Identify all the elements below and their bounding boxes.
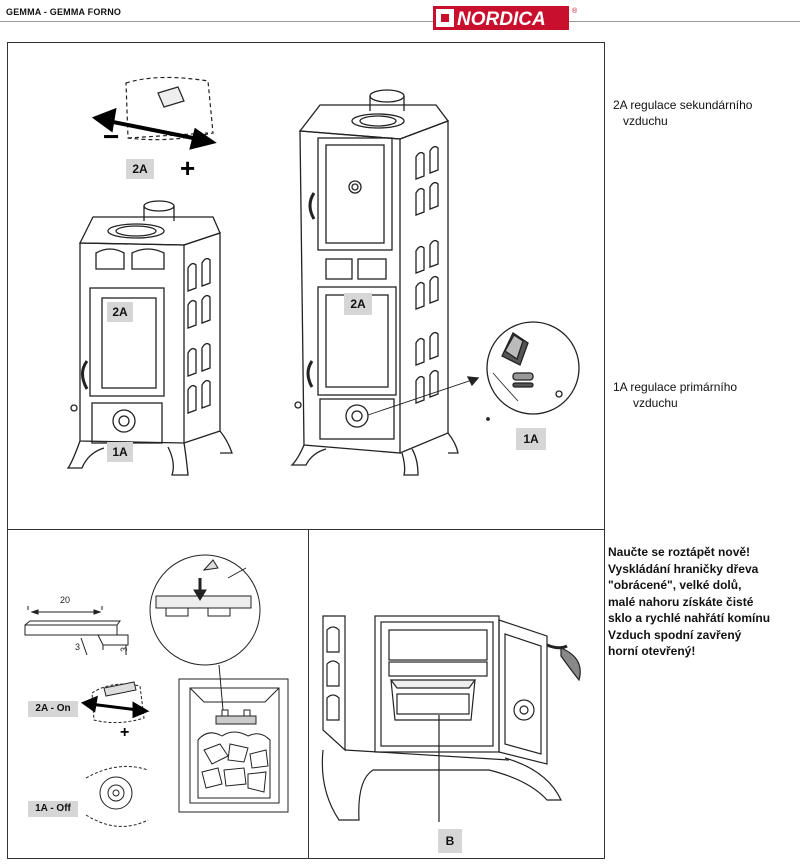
lighting-instructions-panel: + 20 3 3 2A - On 1A - Off — [7, 529, 309, 859]
ash-tray-panel: B — [308, 529, 605, 859]
dimension-thickness-right: 3 — [119, 647, 129, 652]
plus-sign-small: + — [120, 724, 129, 741]
stove-overview-panel: − + — [7, 42, 605, 530]
stove-illustrations: − + — [66, 76, 580, 476]
svg-text:NORDICA: NORDICA — [457, 9, 546, 30]
label-1a-zoom: 1A — [516, 428, 546, 450]
plus-sign: + — [180, 153, 195, 183]
dimension-thickness-left: 3 — [75, 642, 80, 652]
lighting-illustrations: + 20 3 3 — [24, 554, 289, 827]
nordica-logo: NORDICA ® — [433, 4, 583, 32]
svg-text:®: ® — [572, 7, 578, 15]
lighting-tip-note: Naučte se roztápět nově! Vyskládání hran… — [608, 545, 771, 658]
minus-sign: − — [103, 121, 119, 152]
label-b-tray: B — [438, 829, 462, 853]
document-title: GEMMA - GEMMA FORNO — [6, 7, 122, 17]
label-2a-lever: 2A — [126, 159, 154, 179]
label-2a-on: 2A - On — [28, 701, 78, 717]
label-1a-off: 1A - Off — [28, 801, 78, 817]
primary-air-note: 1A regulace primárního vzduchu — [613, 380, 738, 410]
secondary-air-note: 2A regulace sekundárního vzduchu — [613, 98, 753, 128]
label-1a-small-stove: 1A — [107, 442, 133, 462]
label-2a-tall-stove: 2A — [344, 293, 372, 315]
header-divider — [0, 21, 800, 22]
dimension-length: 20 — [60, 595, 70, 605]
label-2a-small-stove: 2A — [107, 302, 133, 322]
ash-tray-illustration — [321, 615, 581, 822]
